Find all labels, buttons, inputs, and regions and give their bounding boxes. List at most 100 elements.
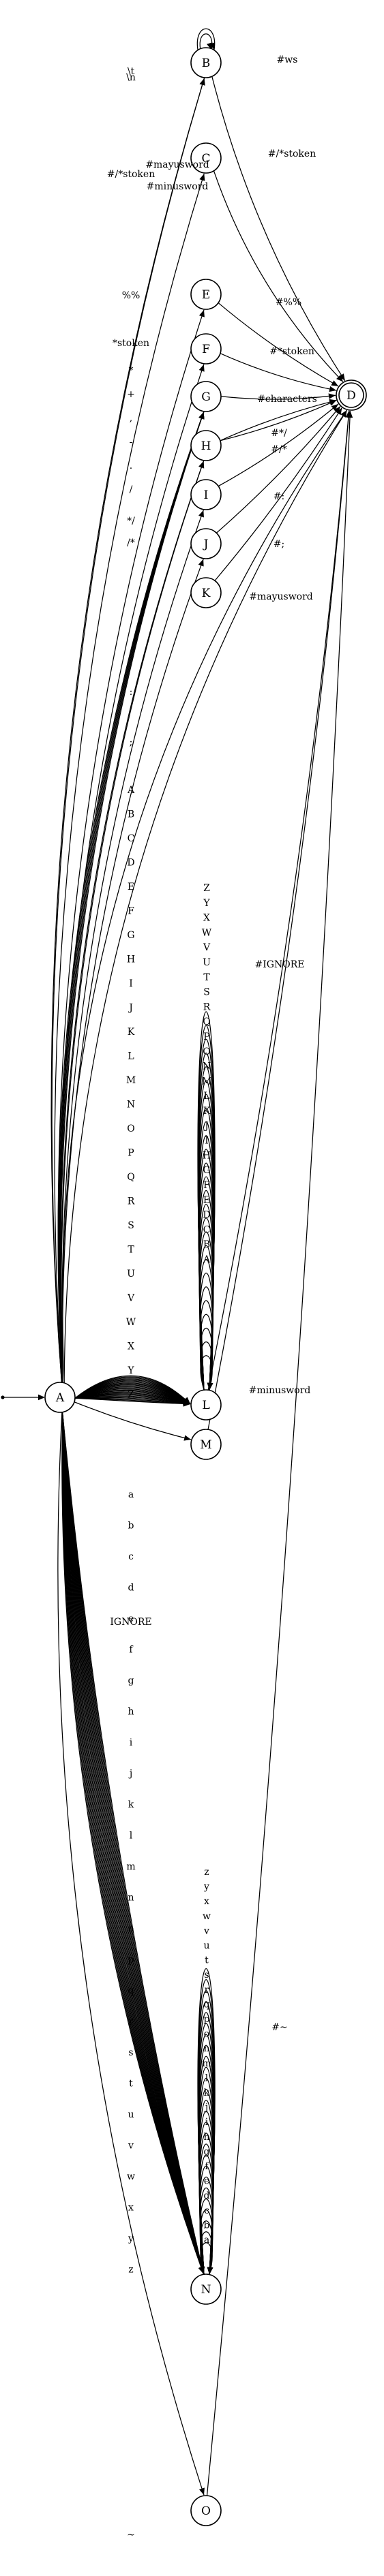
edge-self-L-103-label: R [203, 1002, 211, 1012]
edge-A-C-2-arrowhead [199, 173, 205, 181]
edge-self-L-105-label: T [203, 972, 210, 983]
edge-A-N-63 [61, 1412, 204, 2274]
edge-A-N-61-label: r [129, 2017, 134, 2028]
edge-self-L-111-arrowhead [207, 1382, 213, 1390]
state-A[interactable]: A [44, 1382, 76, 1413]
edge-A-L-20 [74, 1397, 191, 1405]
state-O[interactable]: O [190, 2495, 222, 2526]
edge-K-D-82-label: #mayusword [249, 591, 313, 602]
edge-self-L-102-label: Q [203, 1017, 210, 1027]
state-circle-C [190, 142, 222, 174]
state-I[interactable]: I [190, 479, 222, 510]
state-circle-G [190, 381, 222, 412]
state-N[interactable]: N [190, 2274, 222, 2305]
edge-A-N-54 [61, 1412, 204, 2274]
edge-self-N-137 [200, 2242, 213, 2275]
start-dot [1, 1395, 5, 1399]
edge-A-N-69-label: z [128, 2265, 133, 2276]
state-circle-K [190, 577, 222, 608]
edge-E-D-75-arrowhead [331, 380, 339, 386]
edge-A-N-60-label: q [128, 1985, 134, 1996]
edge-self-L-108-label: W [202, 927, 212, 938]
state-circle-F [190, 333, 222, 364]
edge-C-D-74-arrowhead [336, 375, 343, 382]
state-F[interactable]: F [190, 333, 222, 364]
state-L[interactable]: L [190, 1389, 222, 1421]
edge-A-E-5-arrowhead [198, 309, 205, 317]
state-H[interactable]: H [190, 430, 222, 461]
edge-self-L-95-label: J [203, 1121, 209, 1132]
edge-self-N-117-label: f [205, 2161, 209, 2172]
state-D[interactable]: D [336, 379, 367, 411]
edge-A-E-5-label: %% [122, 290, 141, 301]
state-C[interactable]: C [190, 142, 222, 174]
edge-A-N-56-label: m [126, 1861, 135, 1872]
edge-self-N-137-label: z [204, 1867, 209, 1878]
edge-A-N-46 [61, 1412, 204, 2274]
edge-A-L-42-label: Z [128, 1390, 134, 1401]
state-G[interactable]: G [190, 381, 222, 412]
edge-self-N-113-label: b [204, 2220, 210, 2231]
edge-A-L-35 [74, 1382, 191, 1405]
edge-self-L-109-label: X [203, 913, 210, 924]
edge-L-D-83-label: #IGNORE [255, 959, 305, 970]
edge-self-N-118-label: g [204, 2146, 210, 2157]
state-label-N: N [201, 2283, 211, 2297]
edge-A-L-20-label: D [127, 858, 134, 869]
state-label-G: G [201, 390, 211, 404]
edge-A-L-32 [74, 1385, 191, 1405]
edge-A-L-26 [74, 1391, 191, 1405]
edge-A-L-25-label: I [129, 978, 133, 989]
edge-O-D-85 [206, 410, 351, 2496]
edge-A-N-45 [61, 1412, 204, 2274]
state-circle-H [190, 430, 222, 461]
edge-A-N-45-label: b [128, 1521, 134, 1532]
edge-A-N-61 [61, 1412, 204, 2274]
edge-self-N-120-label: i [205, 2117, 209, 2128]
edge-self-L-98-label: M [202, 1076, 211, 1087]
edge-A-N-44 [61, 1412, 204, 2274]
edge-A-N-55-label: l [130, 1831, 133, 1842]
edge-B-D-73-label: #ws [277, 55, 298, 65]
state-M[interactable]: M [190, 1429, 222, 1460]
edge-self-L-87-label: B [203, 1239, 210, 1250]
edge-A-L-29-label: M [126, 1075, 136, 1086]
state-K[interactable]: K [190, 577, 222, 608]
edge-A-B-1 [50, 78, 205, 1383]
edge-H-D-79-label: #/* [271, 444, 286, 455]
edge-A-B-1-label: \n [126, 72, 136, 83]
edge-A-G-11 [58, 412, 205, 1383]
state-E[interactable]: E [190, 279, 222, 310]
edge-A-L-17-label: A [127, 785, 135, 796]
state-label-K: K [202, 587, 211, 600]
edge-I-D-80 [218, 403, 339, 487]
edge-A-N-44-label: a [128, 1489, 134, 1500]
edge-self-N-115-label: d [204, 2190, 210, 2201]
edge-B-D-73-arrowhead [338, 373, 345, 381]
state-circle-O [190, 2495, 222, 2526]
edge-A-N-52 [61, 1412, 204, 2274]
label-layer: \t\n#/*stoken#mayusword#minusword%%*stok… [107, 55, 317, 2541]
edge-A-O-70-label: ~ [127, 2530, 135, 2541]
edge-A-G-9 [59, 412, 205, 1383]
edge-A-N-48 [61, 1412, 204, 2274]
state-J[interactable]: J [190, 528, 222, 559]
edge-self-N-129-label: r [205, 1985, 209, 1996]
edge-self-B-72-arrowhead [209, 42, 216, 50]
edge-A-L-18 [74, 1397, 191, 1405]
edge-self-N-136-label: y [203, 1882, 209, 1893]
edge-A-I-15-arrowhead [198, 510, 204, 518]
edge-self-L-100-label: O [203, 1046, 210, 1057]
edge-F-D-76-arrowhead [329, 386, 337, 392]
edge-H-D-78-label: #*/ [271, 428, 287, 439]
edge-A-N-66-label: w [127, 2171, 135, 2182]
edge-self-N-130-label: s [204, 1970, 209, 1981]
state-B[interactable]: B [190, 47, 222, 78]
edge-self-N-133-label: v [203, 1925, 209, 1936]
edge-A-B-0 [51, 78, 205, 1383]
edge-A-N-67-label: x [128, 2203, 134, 2214]
edge-A-N-57 [61, 1412, 204, 2274]
edge-A-N-50 [61, 1412, 204, 2274]
edge-A-L-42 [74, 1375, 191, 1405]
edge-A-G-11-label: . [130, 461, 132, 471]
